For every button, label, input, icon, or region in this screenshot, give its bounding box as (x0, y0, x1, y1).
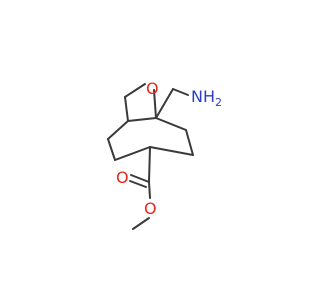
bond (148, 181, 151, 199)
bond (124, 96, 129, 122)
bond (148, 146, 151, 183)
ester-oxygen-label: O (144, 199, 157, 218)
bond (155, 88, 174, 119)
bond (149, 146, 194, 156)
bond (172, 88, 189, 96)
bond (114, 146, 151, 161)
bond (185, 129, 194, 156)
bond (155, 117, 187, 131)
molecule-structure-diagram: O NH2 O O (107, 79, 222, 230)
carbonyl-oxygen-label: O (116, 168, 129, 187)
atom-labels: O NH2 O O (116, 79, 222, 218)
bonds (107, 83, 194, 230)
bond (107, 138, 116, 161)
bond (124, 83, 146, 98)
amine-label: NH2 (191, 87, 222, 109)
bond (127, 117, 157, 122)
amine-nh-text: NH (191, 87, 215, 106)
bond (153, 89, 157, 119)
bond (107, 120, 129, 140)
bond (132, 217, 150, 230)
amine-subscript-text: 2 (215, 96, 222, 109)
ring-oxygen-label: O (146, 79, 159, 98)
bond (129, 180, 147, 188)
bond (130, 174, 150, 183)
